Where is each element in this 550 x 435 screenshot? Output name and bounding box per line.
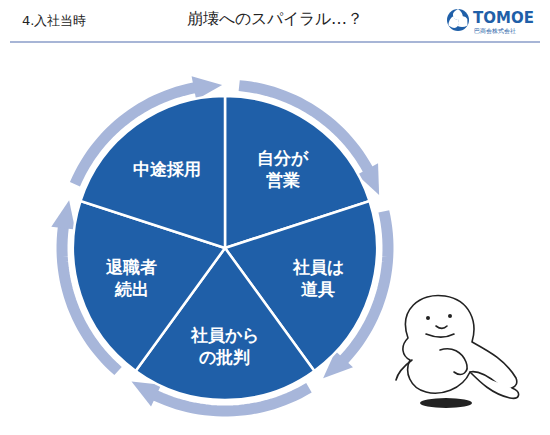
seal-character-illustration [396, 295, 519, 408]
ink-puddle [420, 398, 472, 408]
company-name: 巴商会株式会社 [474, 27, 516, 36]
arrow-head [51, 200, 75, 229]
segment-label: 中途採用 [133, 158, 201, 180]
header-rule [10, 41, 540, 43]
segment-label: 自分が 営業 [239, 147, 326, 191]
section-label: 4.入社当時 [22, 12, 86, 30]
cycle-segment: 中途採用 [80, 96, 225, 248]
tomoe-logo-icon [447, 9, 469, 31]
logo-text: TOMOE [473, 9, 534, 27]
segment-label: 退職者 続出 [88, 256, 176, 300]
segment-fill [80, 96, 225, 248]
segment-label: 社員から の批判 [181, 324, 269, 368]
segment-label: 社員は 道具 [289, 256, 348, 300]
